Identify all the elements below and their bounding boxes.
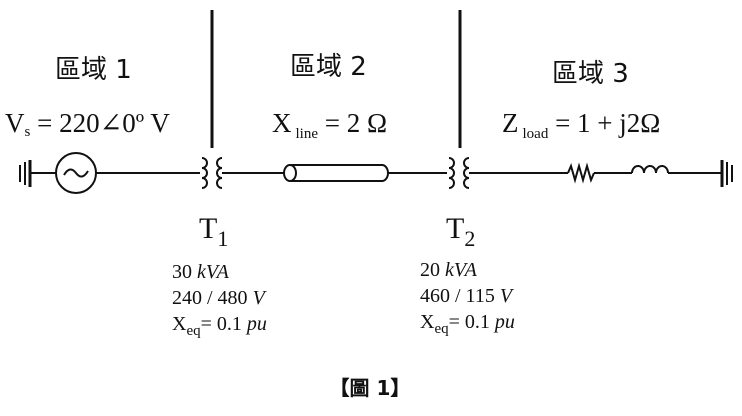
ac-source-icon — [55, 152, 97, 194]
t1-voltage: 240 / 480 V — [172, 287, 268, 309]
source-voltage: Vs = 220∠0º V — [5, 108, 170, 140]
transformer-t2-specs: 20 kVA 460 / 115 V Xeq= 0.1 pu — [420, 259, 515, 337]
transformer-t1-label: T1 — [199, 212, 228, 251]
transmission-line-icon — [283, 164, 389, 182]
transformer-t1-icon — [201, 157, 223, 189]
transformer-t1-specs: 30 kVA 240 / 480 V Xeq= 0.1 pu — [172, 261, 268, 339]
region-3-label: 區域 3 — [552, 59, 629, 89]
transformer-t2-icon — [448, 157, 470, 189]
t1-reactance: Xeq= 0.1 pu — [172, 313, 267, 339]
t2-rating: 20 kVA — [420, 259, 478, 281]
resistor-icon — [567, 162, 595, 184]
t1-rating: 30 kVA — [172, 261, 230, 283]
region-2-label: 區域 2 — [290, 52, 367, 82]
region-1-label: 區域 1 — [55, 55, 132, 85]
t2-voltage: 460 / 115 V — [420, 285, 515, 307]
t2-reactance: Xeq= 0.1 pu — [420, 311, 515, 337]
figure-caption: 【圖 1】 — [330, 376, 411, 400]
transformer-t2-label: T2 — [446, 212, 475, 251]
ground-right-icon — [720, 160, 733, 187]
ground-left-icon — [19, 160, 32, 187]
inductor-icon — [631, 165, 669, 174]
